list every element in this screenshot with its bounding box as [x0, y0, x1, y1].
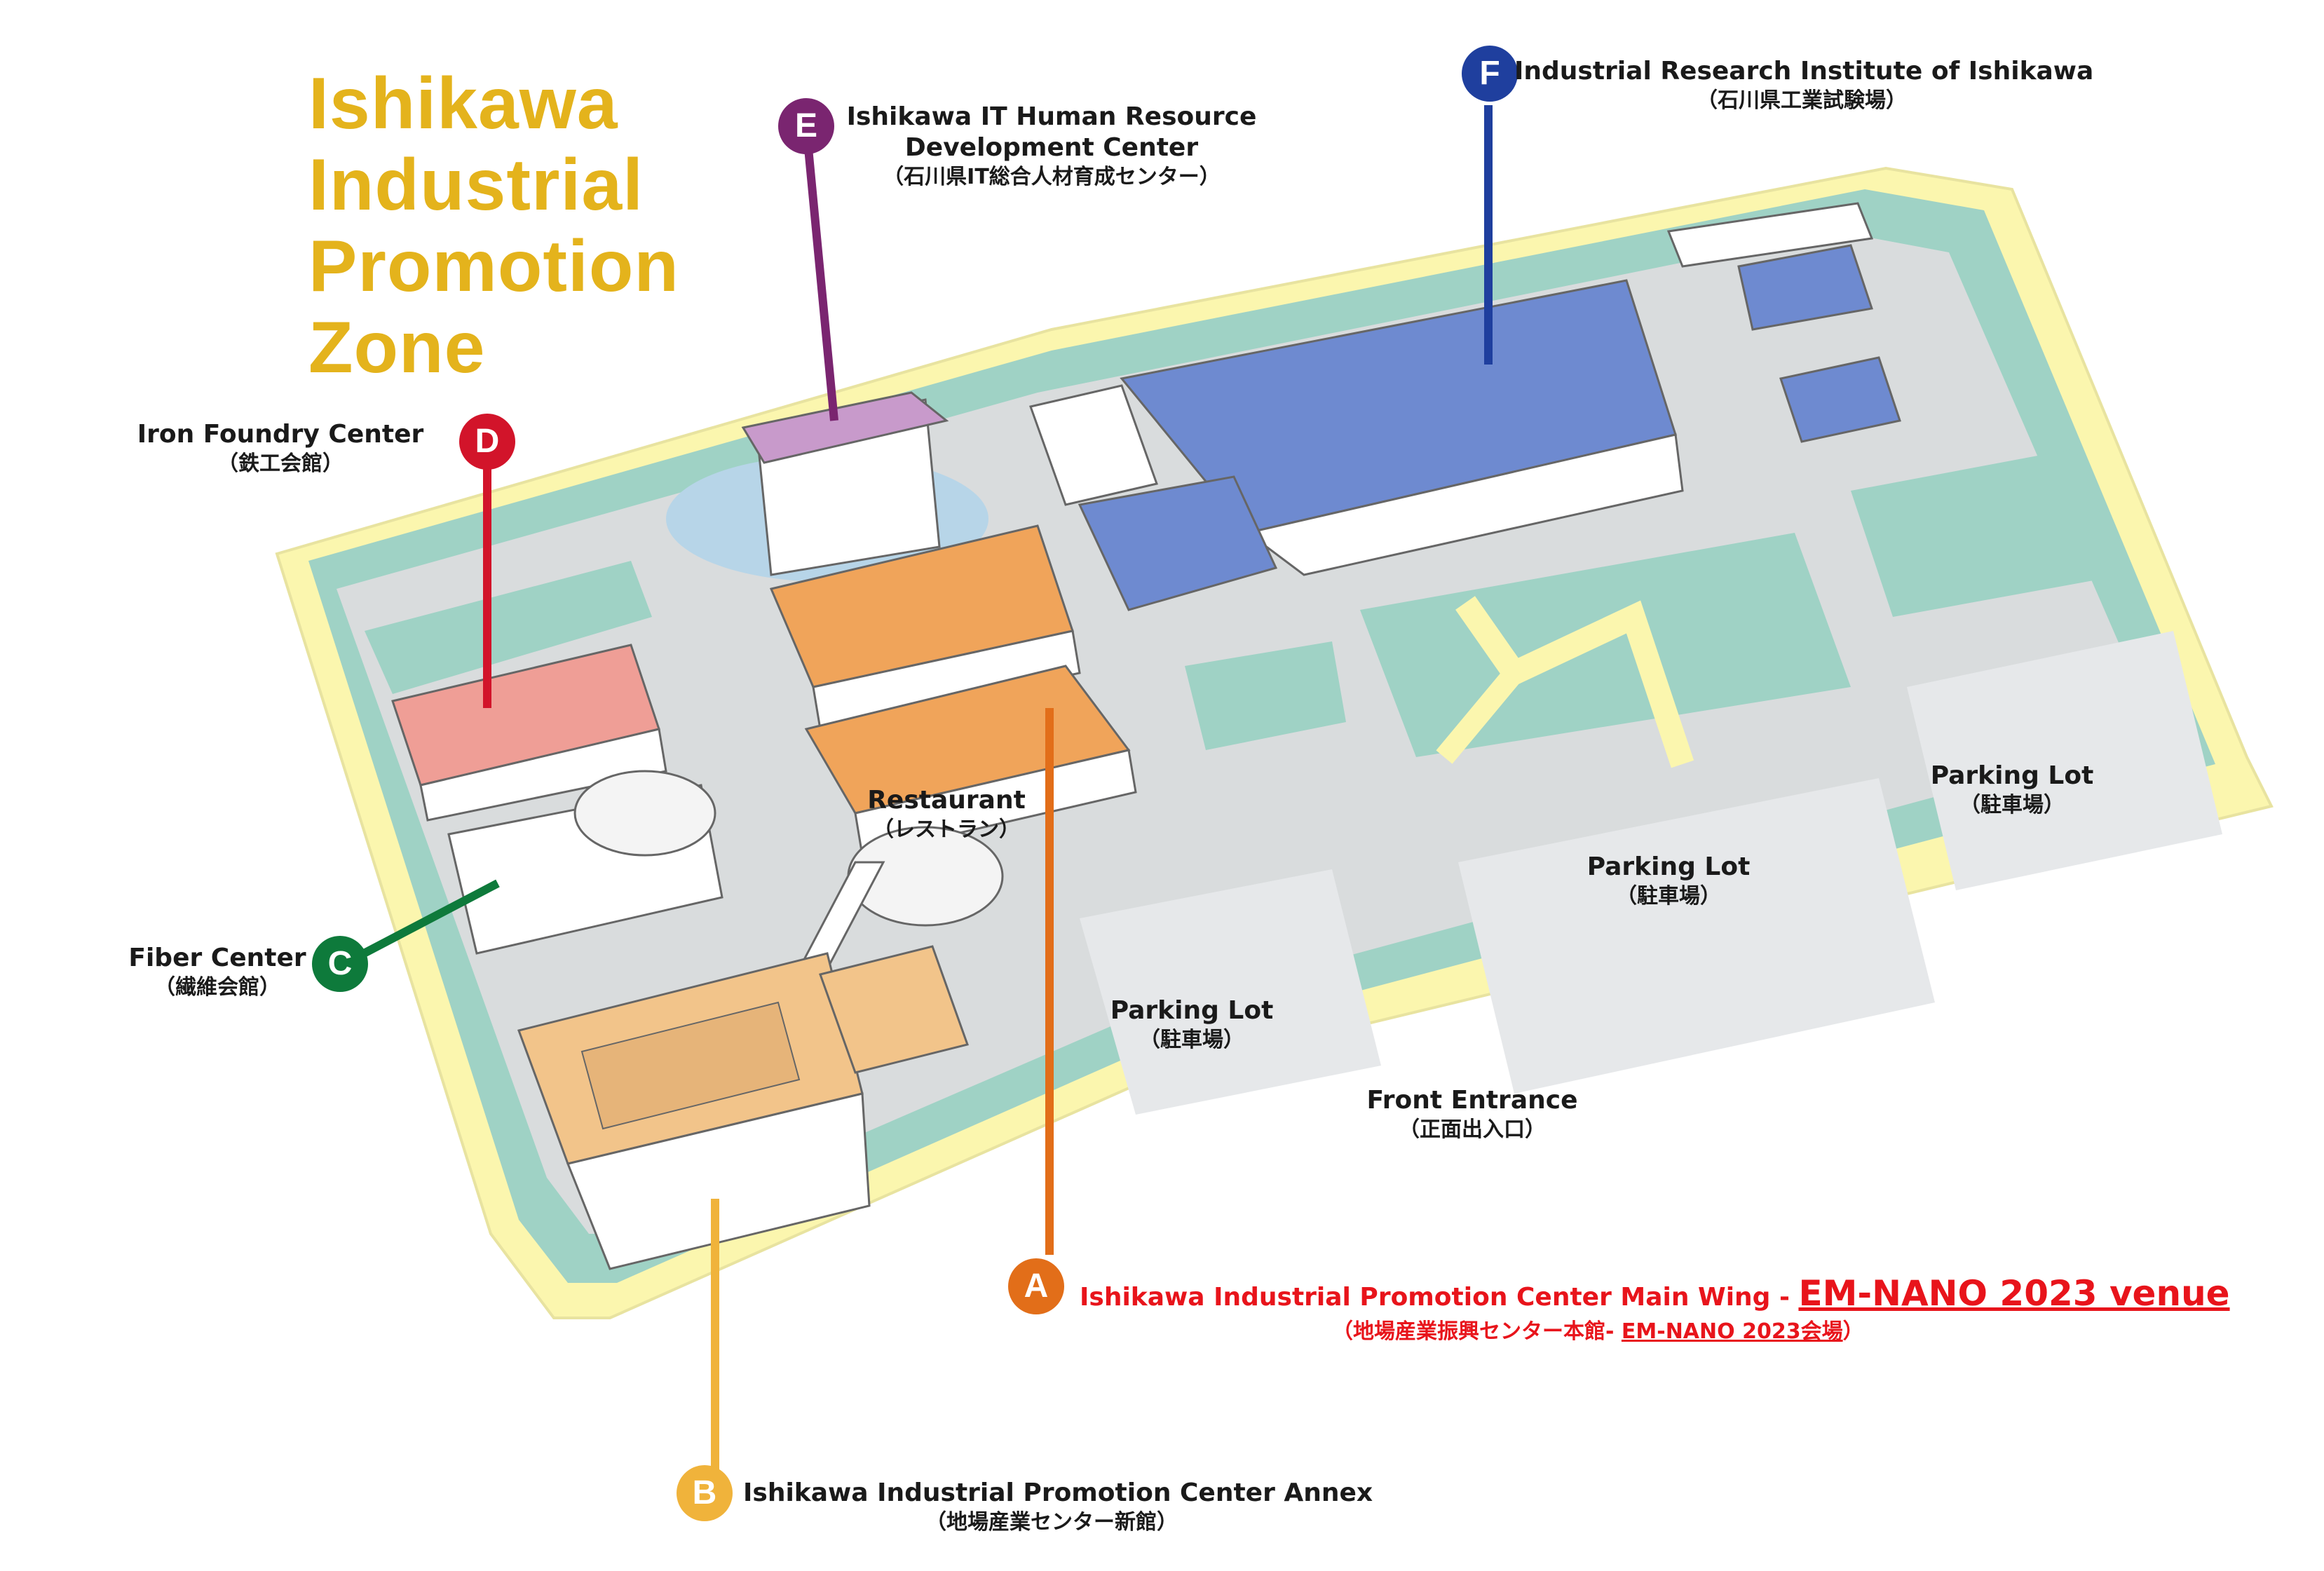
building-f-annex: [1737, 244, 1873, 331]
building-f-annex-2: [1779, 356, 1901, 443]
label-main-wing-en: Ishikawa Industrial Promotion Center Mai…: [1080, 1283, 1799, 1312]
label-parking-3-en: Parking Lot: [1930, 761, 2094, 790]
marker-a[interactable]: A: [1008, 1258, 1064, 1314]
label-iron-en: Iron Foundry Center: [137, 420, 424, 449]
title-line: Zone: [308, 307, 486, 388]
label-iron-foundry: Iron Foundry Center （鉄工会館）: [126, 419, 435, 478]
walkway-2: [1436, 666, 1523, 764]
building-b-roof-inner: [580, 1001, 801, 1130]
label-it-en: Ishikawa IT Human Resource: [846, 102, 1257, 131]
white-building-west: [1029, 384, 1158, 506]
white-building-north: [1666, 202, 1874, 268]
label-it-center: Ishikawa IT Human Resource Development C…: [841, 102, 1262, 191]
label-main-wing-jp-end: ）: [1842, 1319, 1864, 1344]
label-research-institute: Industrial Research Institute of Ishikaw…: [1514, 56, 2094, 115]
label-annex: Ishikawa Industrial Promotion Center Ann…: [743, 1478, 1373, 1537]
marker-f[interactable]: F: [1462, 46, 1518, 102]
marker-line-c: [348, 879, 500, 965]
lawn-patch-center: [1185, 641, 1346, 750]
building-b-wing: [819, 945, 969, 1074]
building-f-side: [1245, 433, 1684, 576]
building-c-dome: [573, 770, 716, 857]
lawn-patch-east: [1851, 449, 2124, 617]
building-f-south: [1078, 475, 1278, 611]
label-parking-lot-2: Parking Lot （駐車場）: [1570, 852, 1767, 911]
venue-link[interactable]: EM-NANO 2023 venue: [1798, 1273, 2230, 1314]
title-line: Promotion: [308, 226, 679, 307]
title-line: Industrial: [308, 144, 644, 226]
restaurant-wing-side: [812, 630, 1081, 730]
label-parking-2-en: Parking Lot: [1586, 852, 1751, 881]
label-main-wing-jp: （地場産業振興センター本館- EM-NANO 2023会場）: [1332, 1318, 1864, 1346]
marker-b[interactable]: B: [677, 1465, 733, 1521]
marker-line-e: [802, 125, 838, 421]
label-parking-3-jp: （駐車場）: [1959, 793, 2065, 817]
label-fiber-center: Fiber Center （繊維会館）: [112, 943, 322, 1002]
building-e-roof: [741, 391, 949, 464]
label-fiber-en: Fiber Center: [128, 944, 306, 972]
label-main-wing: Ishikawa Industrial Promotion Center Mai…: [1080, 1272, 2230, 1319]
building-d-side: [419, 728, 667, 822]
building-b-side: [566, 1092, 871, 1270]
label-parking-1-jp: （駐車場）: [1139, 1028, 1244, 1052]
parking-lot-area-3: [1907, 631, 2222, 890]
label-entrance-en: Front Entrance: [1366, 1086, 1578, 1115]
label-restaurant-en: Restaurant: [867, 786, 1026, 815]
label-annex-en: Ishikawa Industrial Promotion Center Ann…: [743, 1478, 1373, 1507]
label-parking-1-en: Parking Lot: [1110, 996, 1274, 1025]
label-fiber-jp: （繊維会館）: [154, 975, 280, 1000]
venue-link-jp[interactable]: EM-NANO 2023会場: [1621, 1319, 1843, 1344]
marker-d[interactable]: D: [459, 414, 515, 470]
label-annex-jp: （地場産業センター新館）: [925, 1510, 1178, 1535]
parking-lot-area-2: [1458, 778, 1935, 1094]
marker-e[interactable]: E: [778, 98, 834, 154]
label-parking-lot-3: Parking Lot （駐車場）: [1914, 761, 2110, 819]
label-entrance-jp: （正面出入口）: [1399, 1117, 1546, 1142]
title-line: Ishikawa: [308, 63, 618, 144]
lawn-patch-west: [365, 561, 652, 694]
parking-lot-area-1: [1080, 869, 1381, 1115]
label-it-en2: Development Center: [904, 133, 1199, 162]
label-iron-jp: （鉄工会館）: [217, 451, 344, 476]
label-research-jp: （石川県工業試験場）: [1697, 88, 1907, 113]
label-restaurant: Restaurant （レストラン）: [855, 785, 1038, 844]
label-parking-2-jp: （駐車場）: [1616, 884, 1721, 909]
label-research-en: Industrial Research Institute of Ishikaw…: [1514, 57, 2094, 86]
label-it-jp: （石川県IT総合人材育成センター）: [883, 165, 1221, 189]
label-restaurant-jp: （レストラン）: [873, 817, 1020, 842]
marker-c[interactable]: C: [312, 936, 368, 992]
walkway: [1455, 596, 1694, 768]
map-title: Ishikawa Industrial Promotion Zone: [308, 63, 757, 388]
label-main-wing-jp-text: （地場産業振興センター本館-: [1332, 1319, 1622, 1344]
label-parking-lot-1: Parking Lot （駐車場）: [1094, 995, 1290, 1054]
label-front-entrance: Front Entrance （正面出入口）: [1353, 1085, 1591, 1144]
